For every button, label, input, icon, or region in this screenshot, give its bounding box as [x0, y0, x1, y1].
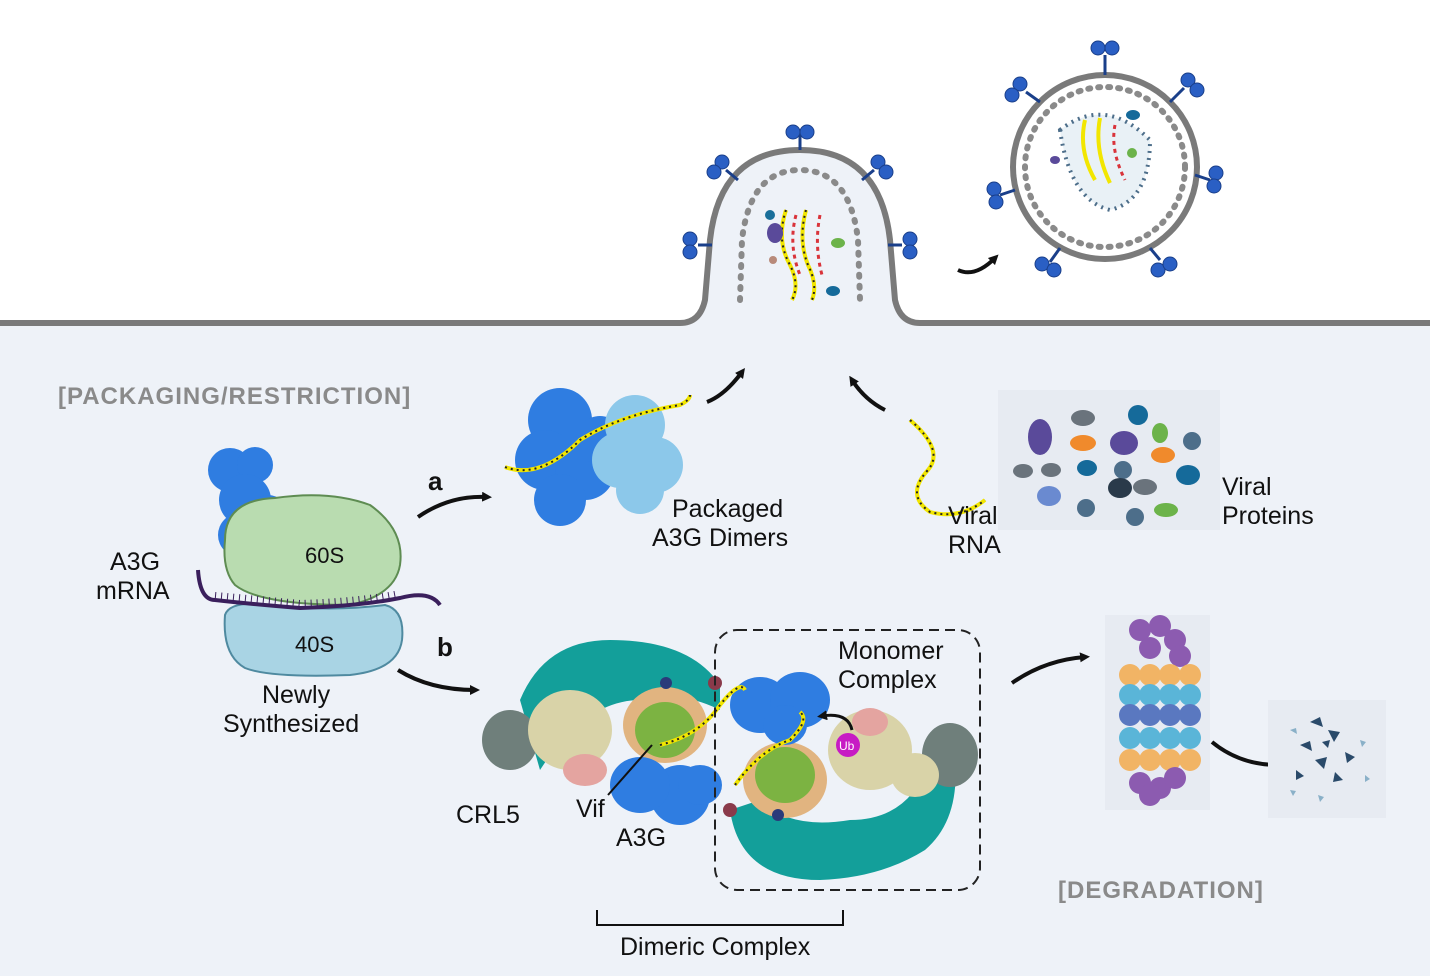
- packaged-label-line1: Packaged: [672, 495, 783, 523]
- packaging-arrow-a3g: [706, 367, 745, 404]
- pathway-b-label: b: [437, 632, 453, 662]
- mature-virion: [1010, 72, 1200, 262]
- a3g-mrna-strand: [196, 569, 442, 611]
- monomer-complex-structure: [723, 672, 978, 880]
- viral-proteins-label-line2: Proteins: [1222, 502, 1314, 530]
- viral-rna-label-line2: RNA: [948, 531, 1001, 559]
- dimeric-complex-bracket: [596, 910, 844, 926]
- monomer-complex-box: [714, 629, 981, 891]
- proteasome: [1105, 615, 1210, 810]
- ubiquitin-marker: [836, 733, 860, 757]
- pathway-a-arrow: [416, 491, 492, 519]
- release-arrow: [957, 254, 999, 275]
- monomer-label-line1: Monomer: [838, 637, 944, 665]
- packaged-label-line2: A3G Dimers: [652, 524, 788, 552]
- crl5-dimeric-complex: [482, 640, 722, 825]
- a3g-mrna-label-line2: mRNA: [96, 577, 170, 605]
- newly-synthesized-label-line2: Synthesized: [223, 710, 359, 738]
- ubiquitin-label: Ub: [839, 739, 855, 753]
- a3g-label: A3G: [616, 824, 666, 852]
- cytoplasm-background: [0, 150, 1430, 976]
- vif-label: Vif: [576, 795, 605, 823]
- pathway-a-label: a: [428, 466, 443, 496]
- vif-pointer: [607, 744, 653, 796]
- complex-rna: [659, 685, 806, 787]
- viral-rna-label-line1: Viral: [948, 502, 998, 530]
- budding-spikes: [682, 124, 918, 260]
- ribosome-60s: [223, 494, 402, 607]
- dimeric-complex-label: Dimeric Complex: [620, 933, 811, 961]
- packaging-arrow-viral: [849, 375, 886, 412]
- section-packaging-label: [PACKAGING/RESTRICTION]: [58, 383, 411, 410]
- degraded-fragments: [1268, 700, 1386, 818]
- ribosome-40s-label: 40S: [295, 632, 334, 657]
- pathway-b-arrow: [396, 668, 480, 695]
- mature-virion-spikes: [986, 40, 1224, 278]
- packaged-a3g-dimers: [504, 388, 692, 526]
- ubiquitin-arrow: [817, 710, 854, 731]
- monomer-label-line2: Complex: [838, 666, 937, 694]
- a3g-mrna-label-line1: A3G: [110, 548, 160, 576]
- viral-proteins-label-line1: Viral: [1222, 473, 1272, 501]
- viral-proteins-cluster: [998, 390, 1220, 530]
- ribosome-60s-label: 60S: [305, 543, 344, 568]
- budding-virion-contents: [765, 209, 845, 301]
- degradation-arrow-1: [1010, 652, 1090, 685]
- viral-rna: [908, 418, 987, 517]
- crl5-label: CRL5: [456, 801, 520, 829]
- newly-synthesized-label-line1: Newly: [262, 681, 331, 709]
- section-degradation-label: [DEGRADATION]: [1058, 877, 1264, 904]
- budding-inner-layer: [737, 166, 863, 303]
